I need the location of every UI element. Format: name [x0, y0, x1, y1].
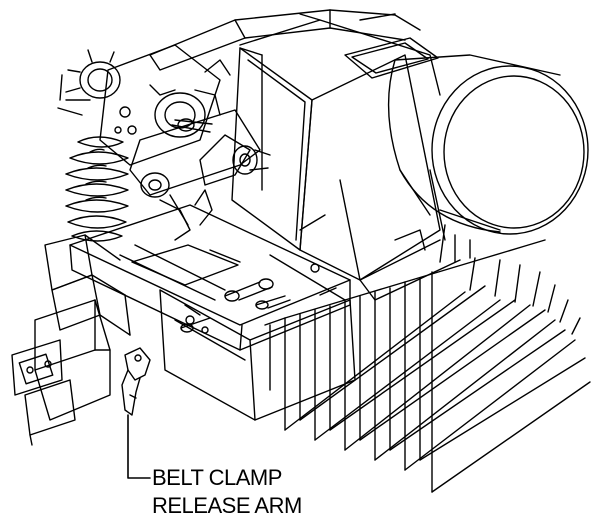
center-plate: [231, 47, 441, 281]
belt-clamp-release-arm: [121, 347, 151, 416]
callout-leader-line: [127, 414, 151, 479]
callout-label-line-2: RELEASE ARM: [152, 493, 302, 518]
guide-rods: [180, 278, 291, 333]
clamp-assembly: [57, 44, 231, 166]
pleated-fins: [264, 224, 591, 493]
base-platform: [69, 204, 351, 351]
drive-motor: [387, 54, 589, 235]
fastener-details: [209, 214, 426, 296]
column-support: [44, 234, 131, 336]
callout-label-line-1: BELT CLAMP: [152, 465, 282, 490]
lever-arm: [129, 109, 271, 241]
compression-spring: [65, 136, 129, 242]
top-frame: [149, 9, 441, 96]
connector-housing: [11, 299, 111, 446]
